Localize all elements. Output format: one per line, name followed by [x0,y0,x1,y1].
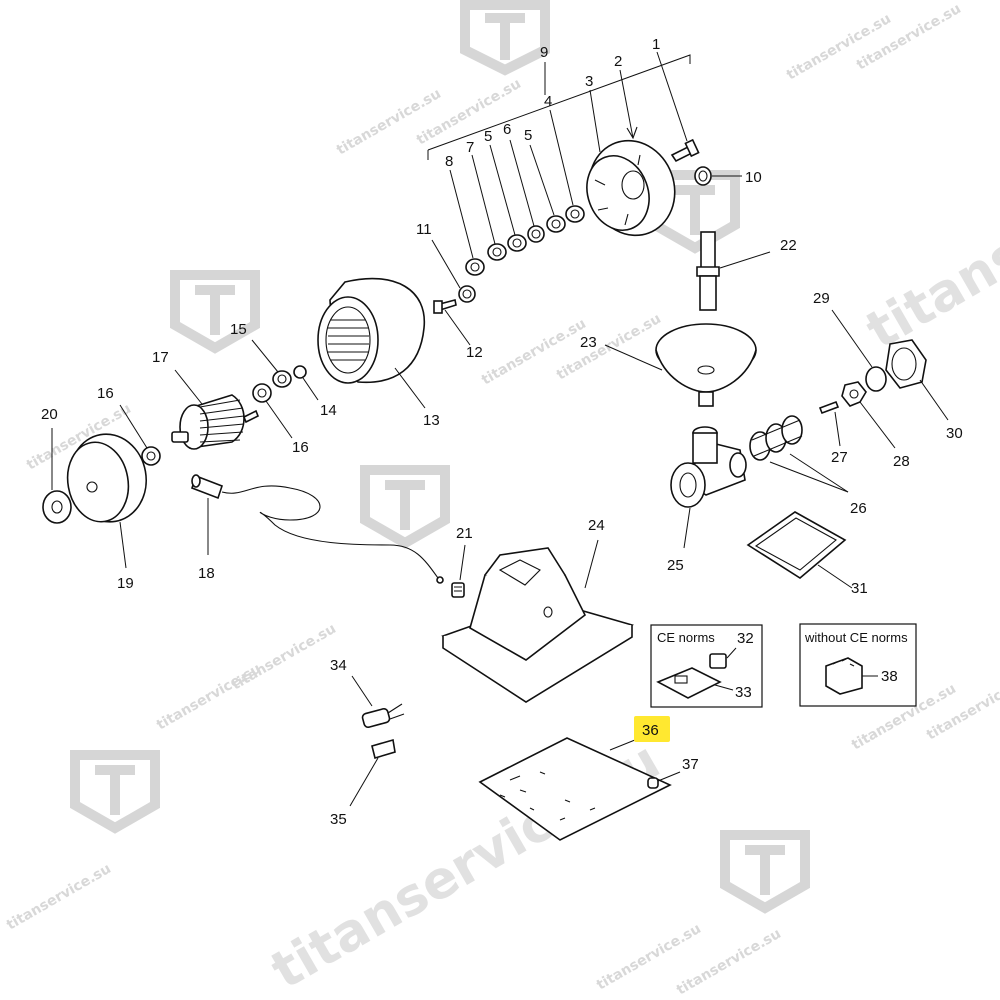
ce-norms-box: CE norms [650,624,763,708]
callout-6: 6 [503,121,511,138]
callout-22: 22 [780,237,797,254]
callout-5b: 5 [484,128,492,145]
watermark-text: titanservice.su [479,316,589,389]
part-33-circuit-board [656,667,734,699]
part-13-stator [317,277,426,409]
part-37-foot [647,771,681,789]
callout-14: 14 [320,402,337,419]
callout-38: 38 [881,668,898,685]
titan-logo-icon [460,0,550,76]
part-14-bearing [293,365,319,401]
part-29-plate [831,309,887,392]
titan-logo-icon [70,750,160,834]
non-ce-norms-title: without CE norms [804,630,908,645]
part-21-screw [451,544,466,598]
callout-29: 29 [813,290,830,307]
part-20-washer [42,428,72,524]
titan-logo-icon [720,830,810,914]
callout-11: 11 [416,221,432,238]
highlight-36 [634,716,670,742]
part-10-nut [694,166,742,186]
part-35-clip [349,738,396,807]
part-16-bearing-left [119,404,161,466]
group-9-bracket [427,54,691,160]
callout-23: 23 [580,334,597,351]
part-26-worm [749,415,849,493]
callout-13: 13 [423,412,440,429]
callout-25: 25 [667,557,684,574]
part-32-switch [709,647,737,669]
watermark-logos [70,0,810,914]
callout-12: 12 [466,344,483,361]
callout-32: 32 [737,630,754,647]
titan-logo-icon [360,465,450,549]
callout-10: 10 [745,169,762,186]
callout-36: 36 [642,722,659,739]
callout-16a: 16 [97,385,114,402]
titan-logo-icon [170,270,260,354]
part-15-washer [251,339,292,388]
part-11-cap [431,239,476,303]
callout-19: 19 [117,575,134,592]
callout-33: 33 [735,684,752,701]
callout-16b: 16 [292,439,309,456]
callout-9: 9 [540,44,548,61]
part-34-capacitor [351,675,405,729]
part-3-end-cover [586,69,676,237]
callout-21: 21 [456,525,473,542]
part-18-cable [190,474,444,584]
callout-27: 27 [831,449,848,466]
callout-28: 28 [893,453,910,470]
part-24-base [441,539,634,703]
callout-35: 35 [330,811,347,828]
part-31-tray [746,511,853,589]
part-1-screw [656,51,700,163]
part-16-bearing-right [252,383,293,439]
part-30-ring-nut [885,339,949,421]
part-28-knife [841,381,896,449]
part-27-pin [818,400,841,447]
non-ce-norms-box: without CE norms [799,623,917,707]
callout-17: 17 [152,349,169,366]
callout-31: 31 [851,580,868,597]
callout-4: 4 [544,93,552,110]
washer-stack [449,109,585,276]
callout-7: 7 [466,139,474,156]
callout-30: 30 [946,425,963,442]
callout-37: 37 [682,756,699,773]
part-17-rotor [171,369,260,450]
callout-5a: 5 [524,127,532,144]
part-38-switch [825,657,878,695]
callout-34: 34 [330,657,347,674]
callout-1: 1 [652,36,660,53]
callout-2: 2 [614,53,622,70]
callout-20: 20 [41,406,58,423]
callout-26: 26 [850,500,867,517]
ce-norms-title: CE norms [657,630,715,645]
part-23-hopper [604,323,757,407]
part-25-head [670,426,747,549]
callout-3: 3 [585,73,593,90]
watermark-text: titanservice.su [4,861,114,934]
part-22-shaft [696,231,771,311]
callout-24: 24 [588,517,605,534]
part-19-flange [66,433,147,569]
callout-8: 8 [445,153,453,170]
callout-15: 15 [230,321,247,338]
part-36-bottom-plate [478,737,672,841]
watermark-text-large: titanservice.su [857,91,1000,361]
callout-labels: 1 2 3 4 5 6 5 7 8 9 10 11 12 13 14 15 16… [41,36,963,828]
callout-18: 18 [198,565,215,582]
watermark-text: titanservice.su [154,661,264,734]
watermark-text: titanservice.su [334,86,444,159]
part-12-bolt [433,299,471,346]
